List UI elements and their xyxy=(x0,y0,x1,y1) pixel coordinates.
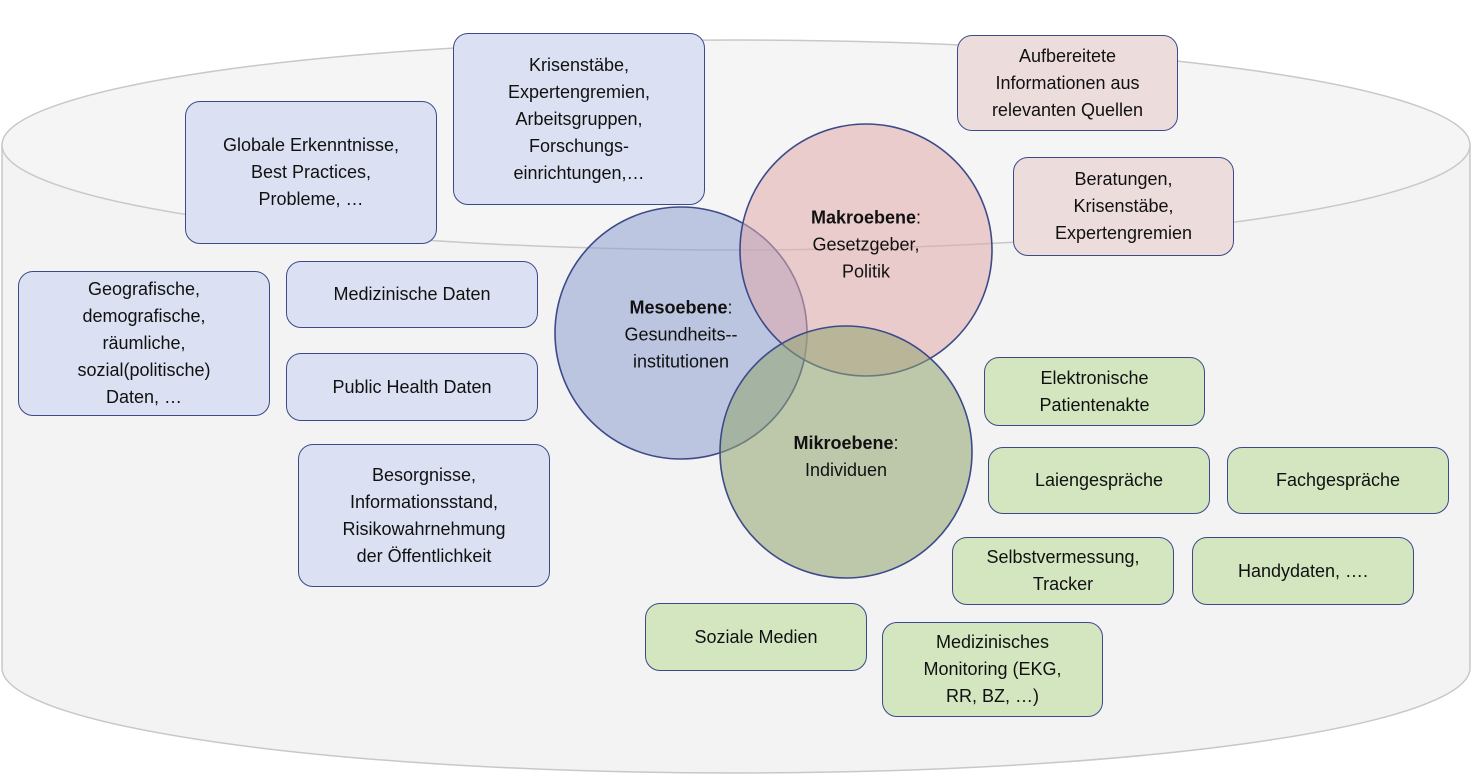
makroebene-label: Makroebene: Gesetzgeber, Politik xyxy=(811,205,921,286)
box-text: Globale Erkenntnisse, Best Practices, Pr… xyxy=(222,135,400,209)
box-text: Laiengespräche xyxy=(1034,470,1164,490)
box-fachgespraeche: Fachgespräche xyxy=(1227,447,1449,514)
mikroebene-title: Mikroebene xyxy=(793,433,894,453)
box-medizinisches-monitoring: Medizinisches Monitoring (EKG, RR, BZ, …… xyxy=(882,622,1103,717)
box-laiengespraeche: Laiengespräche xyxy=(988,447,1210,514)
makroebene-subtitle: Gesetzgeber, Politik xyxy=(812,234,920,282)
box-text: Handydaten, …. xyxy=(1237,560,1369,581)
makroebene-title: Makroebene xyxy=(810,207,917,228)
box-text: Beratungen, Krisenstäbe, Expertengremien xyxy=(1054,169,1193,243)
box-globale-erkenntnisse: Globale Erkenntnisse, Best Practices, Pr… xyxy=(185,101,437,244)
box-text: Medizinische Daten xyxy=(333,284,491,304)
box-text: Fachgespräche xyxy=(1275,470,1401,490)
box-soziale-medien: Soziale Medien xyxy=(645,603,867,671)
box-besorgnisse: Besorgnisse, Informationsstand, Risikowa… xyxy=(298,444,550,587)
mesoebene-title: Mesoebene xyxy=(629,297,728,318)
mikroebene-subtitle: Individuen xyxy=(804,460,888,480)
mesoebene-colon: : xyxy=(727,297,733,318)
mesoebene-subtitle: Gesundheits-- institutionen xyxy=(624,324,738,372)
box-krisenstaebe: Krisenstäbe, Expertengremien, Arbeitsgru… xyxy=(453,33,705,205)
box-handydaten: Handydaten, …. xyxy=(1192,537,1414,605)
box-geografische-daten: Geografische, demografische, räumliche, … xyxy=(18,271,270,416)
mikroebene-colon: : xyxy=(893,433,899,453)
box-text: Soziale Medien xyxy=(694,626,818,647)
box-text: Besorgnisse, Informationsstand, Risikowa… xyxy=(342,464,506,566)
box-medizinische-daten: Medizinische Daten xyxy=(286,261,538,328)
box-text: Aufbereitete Informationen aus relevante… xyxy=(991,45,1144,120)
box-text: Selbstvermessung, Tracker xyxy=(986,547,1140,594)
mesoebene-label: Mesoebene: Gesundheits-- institutionen xyxy=(624,295,737,376)
box-selbstvermessung: Selbstvermessung, Tracker xyxy=(952,537,1174,605)
box-text: Public Health Daten xyxy=(332,376,492,397)
box-beratungen: Beratungen, Krisenstäbe, Expertengremien xyxy=(1013,157,1234,256)
box-public-health-daten: Public Health Daten xyxy=(286,353,538,421)
box-elektronische-patientenakte: Elektronische Patientenakte xyxy=(984,357,1205,426)
box-text: Krisenstäbe, Expertengremien, Arbeitsgru… xyxy=(507,54,651,183)
box-text: Geografische, demografische, räumliche, … xyxy=(77,279,211,407)
mikroebene-label: Mikroebene: Individuen xyxy=(793,430,898,484)
box-aufbereitete-informationen: Aufbereitete Informationen aus relevante… xyxy=(957,35,1178,131)
makroebene-colon: : xyxy=(916,207,922,228)
mikroebene-circle xyxy=(719,325,973,579)
box-text: Medizinisches Monitoring (EKG, RR, BZ, …… xyxy=(923,632,1062,706)
box-text: Elektronische Patientenakte xyxy=(1039,367,1150,415)
